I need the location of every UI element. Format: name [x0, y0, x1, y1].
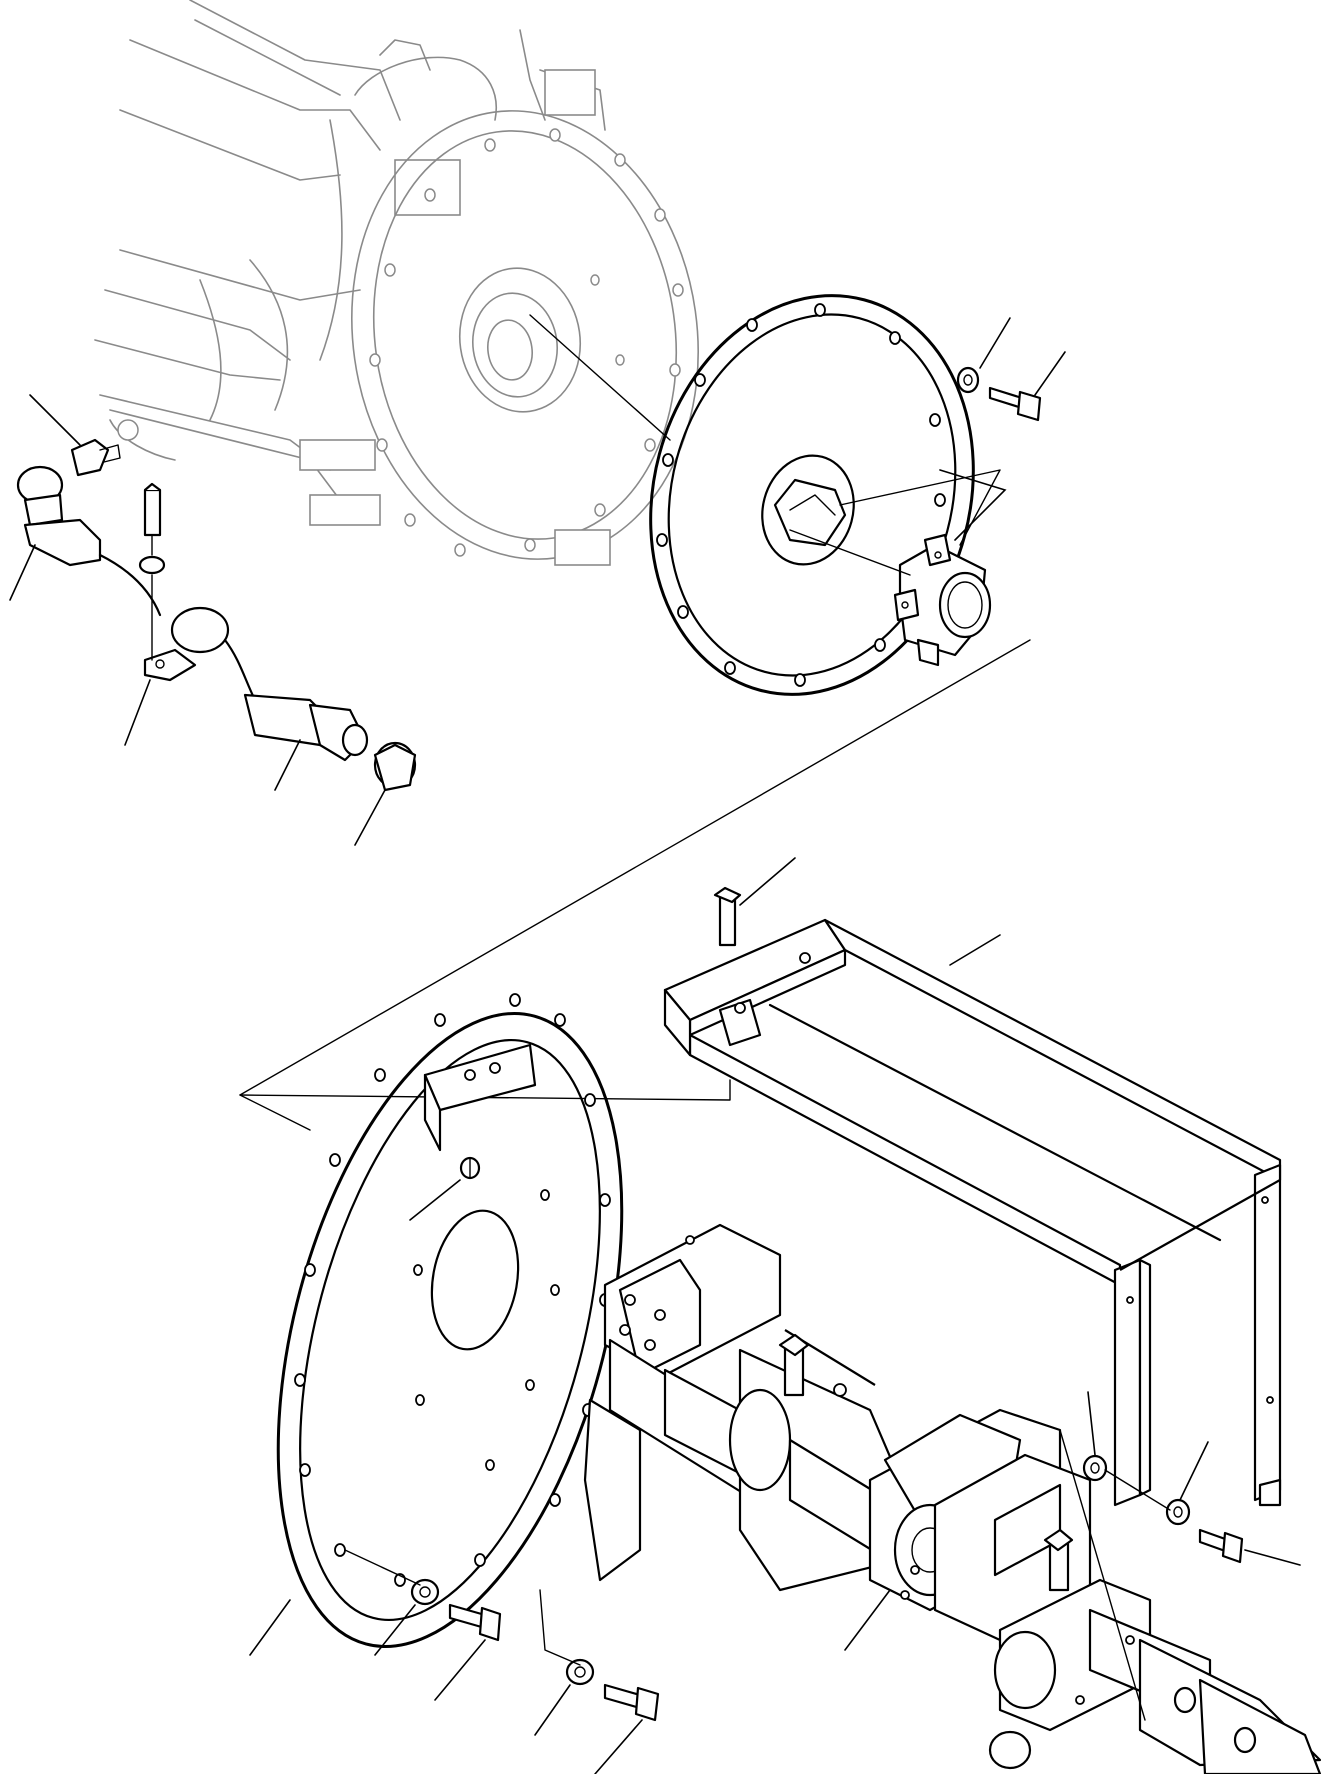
callout-hydraulic-pump	[844, 1589, 891, 1651]
engine-block	[94, 0, 606, 526]
callout-cap	[354, 789, 386, 846]
callout-cable-clamp	[124, 679, 151, 746]
washer-bolt-upper-right	[956, 366, 1042, 422]
callout-washer-upper-right	[979, 317, 1011, 369]
callout-leaders	[9, 317, 1301, 1774]
callout-bolt-frame	[739, 857, 796, 906]
coupling-hub	[893, 533, 992, 667]
flex-plate-upper	[649, 294, 975, 696]
flywheel-housing	[351, 69, 699, 566]
callout-adapter-plate	[249, 1599, 291, 1656]
callout-bolt-plate-1	[434, 1639, 486, 1701]
guide-lines	[239, 314, 1031, 1131]
frame-fasteners	[1082, 1454, 1244, 1564]
callout-sensor-top-left	[29, 394, 81, 446]
callout-washer-frame-2	[1179, 1441, 1209, 1501]
hydraulic-pump	[583, 1223, 1321, 1774]
callout-connector-cable-lower	[274, 739, 301, 791]
callout-support-frame	[949, 934, 1001, 966]
plate-fasteners	[344, 1549, 660, 1722]
callout-bolt-upper-right	[1034, 351, 1066, 396]
callout-washer-plate-2	[534, 1684, 571, 1736]
callout-bolt-plate-2	[594, 1719, 643, 1774]
callout-washer-frame-1	[1087, 1391, 1096, 1456]
support-frame	[663, 886, 1282, 1507]
callout-nut-plate	[409, 1179, 461, 1221]
callout-connector-cable-left	[9, 544, 36, 601]
sensor-assembly	[16, 438, 417, 792]
callout-bolt-frame-right	[1244, 1549, 1301, 1566]
callout-coupling-hub	[939, 469, 1007, 541]
callout-washer-plate-1	[374, 1604, 416, 1656]
